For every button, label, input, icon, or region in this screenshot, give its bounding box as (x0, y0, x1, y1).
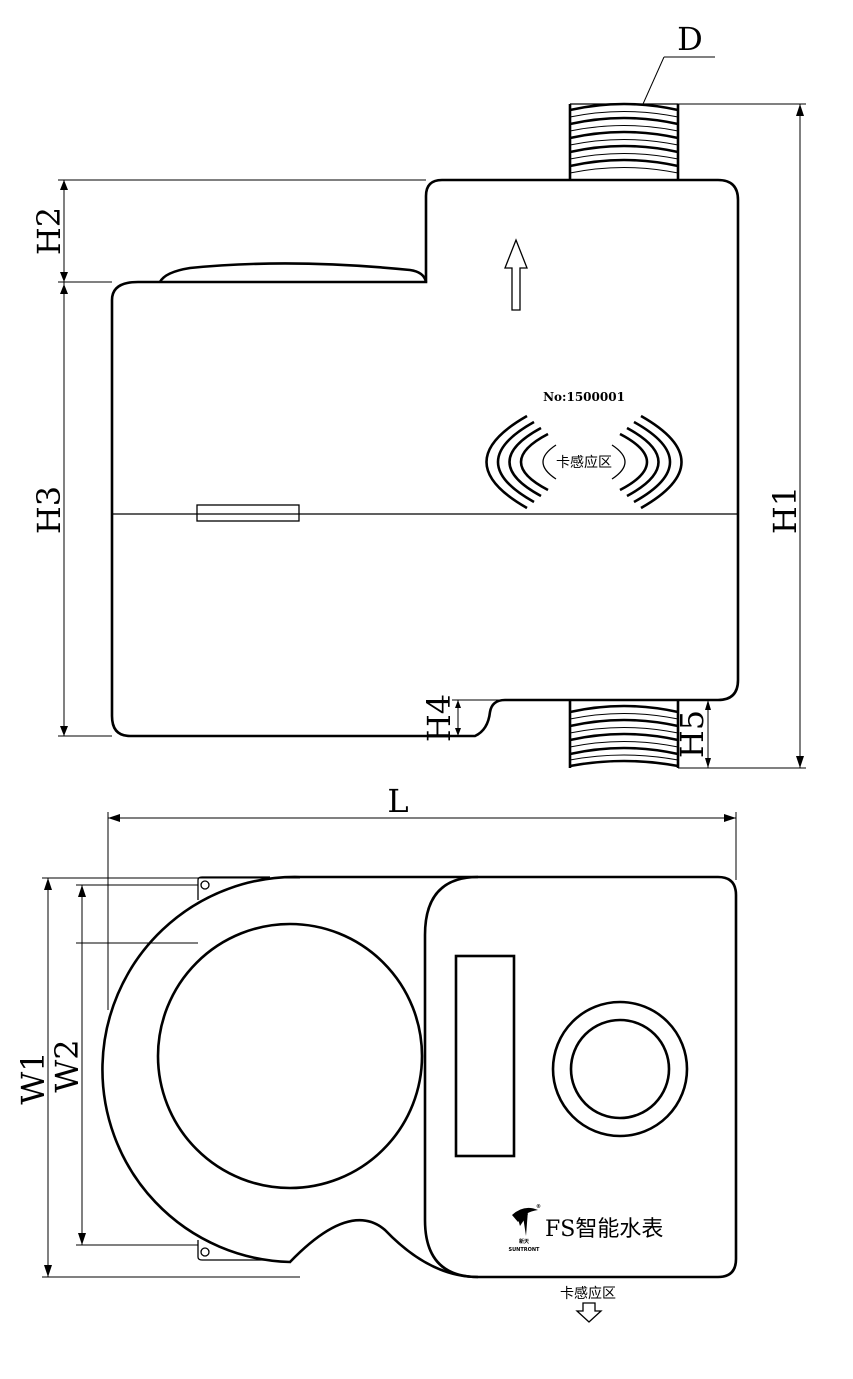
top-card-zone-label: 卡感应区 (560, 1285, 616, 1302)
dim-label-h2: H2 (30, 207, 68, 255)
bolt-hole (200, 880, 210, 890)
dimension-h2: H2 (30, 179, 426, 283)
dimension-d: D (642, 20, 715, 105)
dim-label-d: D (677, 20, 703, 58)
meter-lid (158, 262, 428, 283)
dimension-h5: H5 (673, 699, 714, 769)
dim-label-h1: H1 (766, 486, 804, 534)
register-dome-circle (156, 922, 424, 1190)
dim-label-h4: H4 (420, 694, 458, 742)
dimension-w2: W2 (48, 884, 198, 1246)
top-flange-tab (197, 876, 270, 900)
brand-text: FS智能水表 (545, 1217, 663, 1242)
side-view: No:1500001 卡感应区 D H1 (30, 20, 806, 769)
bottom-threaded-pipe (568, 700, 680, 768)
top-view: L W1 W2 (14, 782, 738, 1323)
card-zone-icon (485, 414, 683, 510)
bottom-flange-tab (197, 1240, 270, 1261)
bolt-hole (200, 1247, 210, 1257)
up-arrow-icon (504, 238, 528, 311)
dim-label-w2: W2 (48, 1039, 86, 1092)
button-outer-ring (551, 1000, 689, 1138)
dim-label-h5: H5 (673, 710, 711, 758)
top-body-outline (101, 875, 738, 1279)
registered-mark: ® (536, 1204, 541, 1210)
electronics-module-outline (423, 875, 479, 1279)
logo-small-text: SUNTRONT (509, 1247, 541, 1253)
serial-number: No:1500001 (543, 390, 625, 404)
logo-cn-text: 新天 (519, 1238, 530, 1245)
button-inner-circle (569, 1018, 671, 1120)
meter-body-outline (110, 178, 740, 738)
top-threaded-pipe (568, 102, 680, 180)
dim-label-w1: W1 (14, 1051, 52, 1104)
card-zone-label: 卡感应区 (556, 454, 612, 471)
dimension-l: L (107, 782, 737, 1010)
lcd-window (454, 954, 516, 1158)
latch-rect (196, 504, 300, 522)
dimension-w1: W1 (14, 877, 300, 1278)
down-arrow-icon (575, 1302, 603, 1323)
dimension-h4: H4 (420, 694, 505, 742)
dim-label-l: L (387, 782, 408, 820)
dimension-h3: H3 (30, 282, 112, 737)
dim-label-h3: H3 (30, 486, 68, 534)
dimension-h1: H1 (678, 103, 806, 769)
brand-logo: ® 新天 SUNTRONT (509, 1204, 541, 1253)
